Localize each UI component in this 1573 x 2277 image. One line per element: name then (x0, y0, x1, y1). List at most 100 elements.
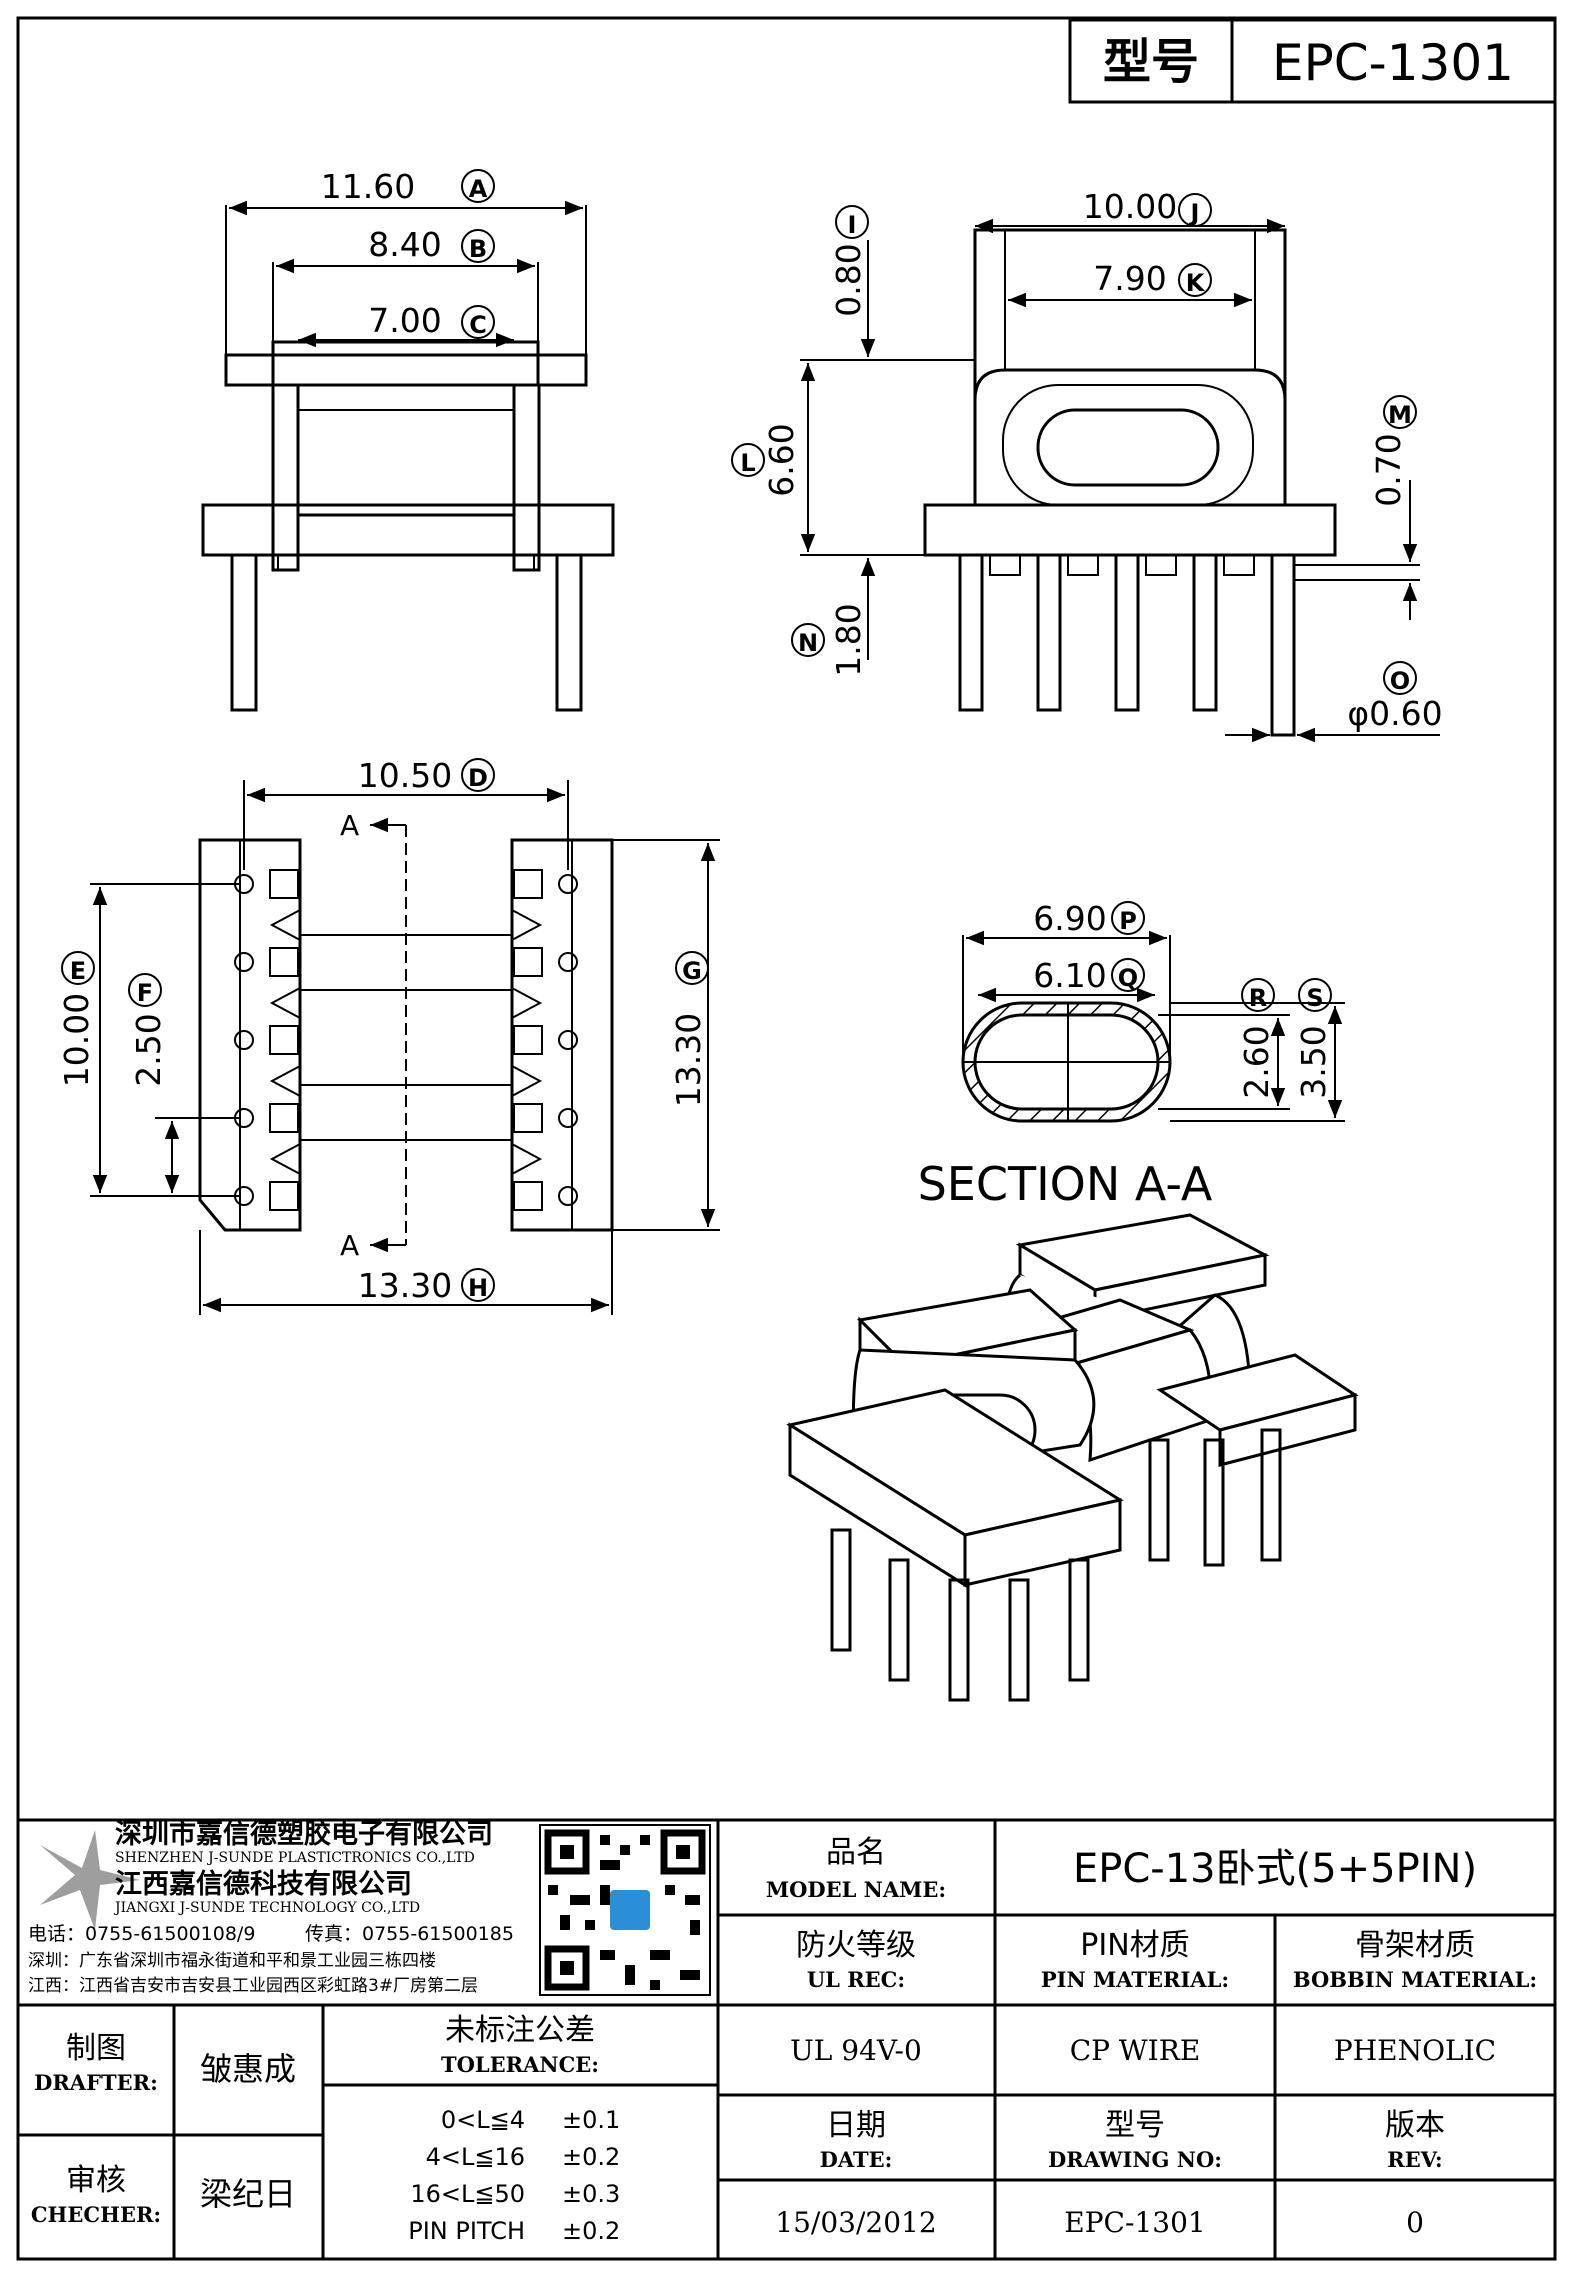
header-model-value: EPC-1301 (1272, 34, 1514, 92)
date-value: 15/03/2012 (775, 2206, 936, 2239)
svg-text:K: K (1186, 269, 1206, 297)
drawing-border (16, 16, 1557, 2261)
company-address-sz: 深圳：广东省深圳市福永街道和平和景工业园三栋四楼 (28, 1951, 436, 1971)
dim-f-value: 2.50 (129, 1013, 168, 1086)
tolerance-label-cn: 未标注公差 (445, 2013, 595, 2048)
dim-k-value: 7.90 (1093, 259, 1166, 298)
ul-label-cn: 防火等级 (796, 1928, 916, 1963)
svg-text:O: O (1390, 667, 1410, 695)
model-name-value: EPC-13卧式(5+5PIN) (1073, 1846, 1477, 1892)
svg-text:S: S (1306, 984, 1323, 1012)
tolerance-label-en: TOLERANCE: (441, 2052, 599, 2077)
tolerance-value: ±0.3 (562, 2180, 620, 2208)
dim-p-value: 6.90 (1033, 899, 1106, 938)
dim-d-value: 10.50 (358, 756, 452, 795)
dim-e-value: 10.00 (57, 993, 96, 1087)
qr-code (539, 1824, 711, 1996)
svg-text:E: E (70, 957, 86, 985)
tolerance-rows: 0<L≦4 ±0.1 4<L≦16 ±0.2 16<L≦50 ±0.3 PIN … (408, 2106, 620, 2245)
company-name-cn-1: 深圳市嘉信德塑胶电子有限公司 (115, 1818, 493, 1850)
svg-text:M: M (1388, 401, 1412, 429)
dim-i-value: 0.80 (829, 243, 868, 316)
pin-material-label-cn: PIN材质 (1080, 1928, 1189, 1963)
section-marker-top: A (340, 809, 359, 842)
dim-s-value: 3.50 (1294, 1025, 1333, 1098)
dim-l-value: 6.60 (762, 423, 801, 496)
tolerance-range: PIN PITCH (408, 2217, 525, 2245)
side-view: 10.00 J 7.90 K 6.60 L 0.80 I 1.80 N 0.70… (731, 187, 1443, 743)
dim-m-value: 0.70 (1369, 433, 1408, 506)
company-address-jx: 江西：江西省吉安市吉安县工业园西区彩虹路3#厂房第二层 (28, 1976, 478, 1996)
svg-text:N: N (798, 629, 818, 657)
header-label: 型号 (1103, 34, 1199, 90)
bobbin-material-label-en: BOBBIN MATERIAL: (1293, 1967, 1537, 1992)
pin-material-label-en: PIN MATERIAL: (1041, 1967, 1229, 1992)
checker-value: 梁纪日 (200, 2175, 296, 2213)
drafter-label-en: DRAFTER: (34, 2070, 158, 2095)
svg-text:R: R (1249, 984, 1267, 1012)
ul-value: UL 94V-0 (790, 2034, 922, 2067)
dim-q-value: 6.10 (1033, 956, 1106, 995)
svg-text:D: D (468, 764, 488, 792)
model-name-label-cn: 品名 (826, 1835, 886, 1870)
svg-text:C: C (469, 311, 487, 339)
section-title: SECTION A-A (918, 1157, 1213, 1211)
dim-b-value: 8.40 (368, 225, 441, 264)
company-name-en-1: SHENZHEN J-SUNDE PLASTICTRONICS CO.,LTD (115, 1850, 475, 1866)
company-phone: 电话：0755-61500108/9 (28, 1923, 255, 1945)
date-label-en: DATE: (820, 2147, 893, 2172)
dim-j-value: 10.00 (1083, 187, 1177, 226)
header-model-box: 型号 EPC-1301 (1068, 18, 1557, 104)
rev-label-cn: 版本 (1385, 2108, 1445, 2143)
svg-text:B: B (469, 235, 487, 263)
dim-c-value: 7.00 (368, 301, 441, 340)
svg-text:A: A (469, 175, 488, 203)
dim-a-value: 11.60 (321, 167, 415, 206)
company-name-cn-2: 江西嘉信德科技有限公司 (115, 1869, 412, 1900)
dim-o-value: φ0.60 (1347, 694, 1442, 733)
svg-text:J: J (1189, 199, 1200, 227)
drawing-no-value: EPC-1301 (1064, 2206, 1205, 2239)
svg-text:Q: Q (1118, 964, 1138, 992)
drawing-no-label-en: DRAWING NO: (1048, 2147, 1222, 2172)
tolerance-range: 16<L≦50 (410, 2180, 525, 2208)
company-fax: 传真：0755-61500185 (305, 1923, 514, 1945)
svg-text:G: G (682, 957, 702, 985)
bobbin-material-value: PHENOLIC (1334, 2034, 1496, 2067)
model-name-label-en: MODEL NAME: (766, 1877, 946, 1902)
company-logo (40, 1830, 140, 1930)
dim-r-value: 2.60 (1237, 1025, 1276, 1098)
dim-g-value: 13.30 (669, 1013, 708, 1107)
ul-label-en: UL REC: (807, 1967, 905, 1992)
isometric-view (786, 1213, 1359, 1702)
tolerance-value: ±0.2 (562, 2217, 620, 2245)
title-block: 深圳市嘉信德塑胶电子有限公司 SHENZHEN J-SUNDE PLASTICT… (18, 1818, 1555, 2259)
dim-h-value: 13.30 (358, 1266, 452, 1305)
svg-text:I: I (848, 211, 857, 239)
drawing-no-label-cn: 型号 (1105, 2108, 1165, 2143)
drafter-value: 皱惠成 (200, 2050, 296, 2088)
rev-label-en: REV: (1387, 2147, 1442, 2172)
drafter-label-cn: 制图 (66, 2031, 126, 2066)
svg-text:P: P (1119, 907, 1137, 935)
svg-text:L: L (740, 449, 755, 477)
bottom-view: A A 10.50 D 10.00 E 2.50 F 13.30 G 13.30… (57, 756, 720, 1315)
tolerance-value: ±0.2 (562, 2143, 620, 2171)
checker-label-cn: 审核 (66, 2163, 126, 2198)
bobbin-material-label-cn: 骨架材质 (1355, 1928, 1475, 1963)
svg-text:H: H (468, 1274, 488, 1302)
svg-text:F: F (137, 979, 153, 1007)
tolerance-range: 4<L≦16 (426, 2143, 525, 2171)
tolerance-range: 0<L≦4 (441, 2106, 525, 2134)
dim-n-value: 1.80 (829, 603, 868, 676)
section-marker-bottom: A (340, 1229, 359, 1262)
pin-material-value: CP WIRE (1070, 2034, 1201, 2067)
section-view: 6.90 P 6.10 Q 2.60 R 3.50 S SECTION A-A (918, 899, 1345, 1211)
date-label-cn: 日期 (826, 2108, 886, 2143)
company-name-en-2: JIANGXI J-SUNDE TECHNOLOGY CO.,LTD (113, 1900, 420, 1916)
tolerance-value: ±0.1 (562, 2106, 620, 2134)
checker-label-en: CHECHER: (31, 2202, 161, 2227)
rev-value: 0 (1406, 2206, 1424, 2239)
front-view: 11.60 A 8.40 B 7.00 C (201, 167, 615, 712)
